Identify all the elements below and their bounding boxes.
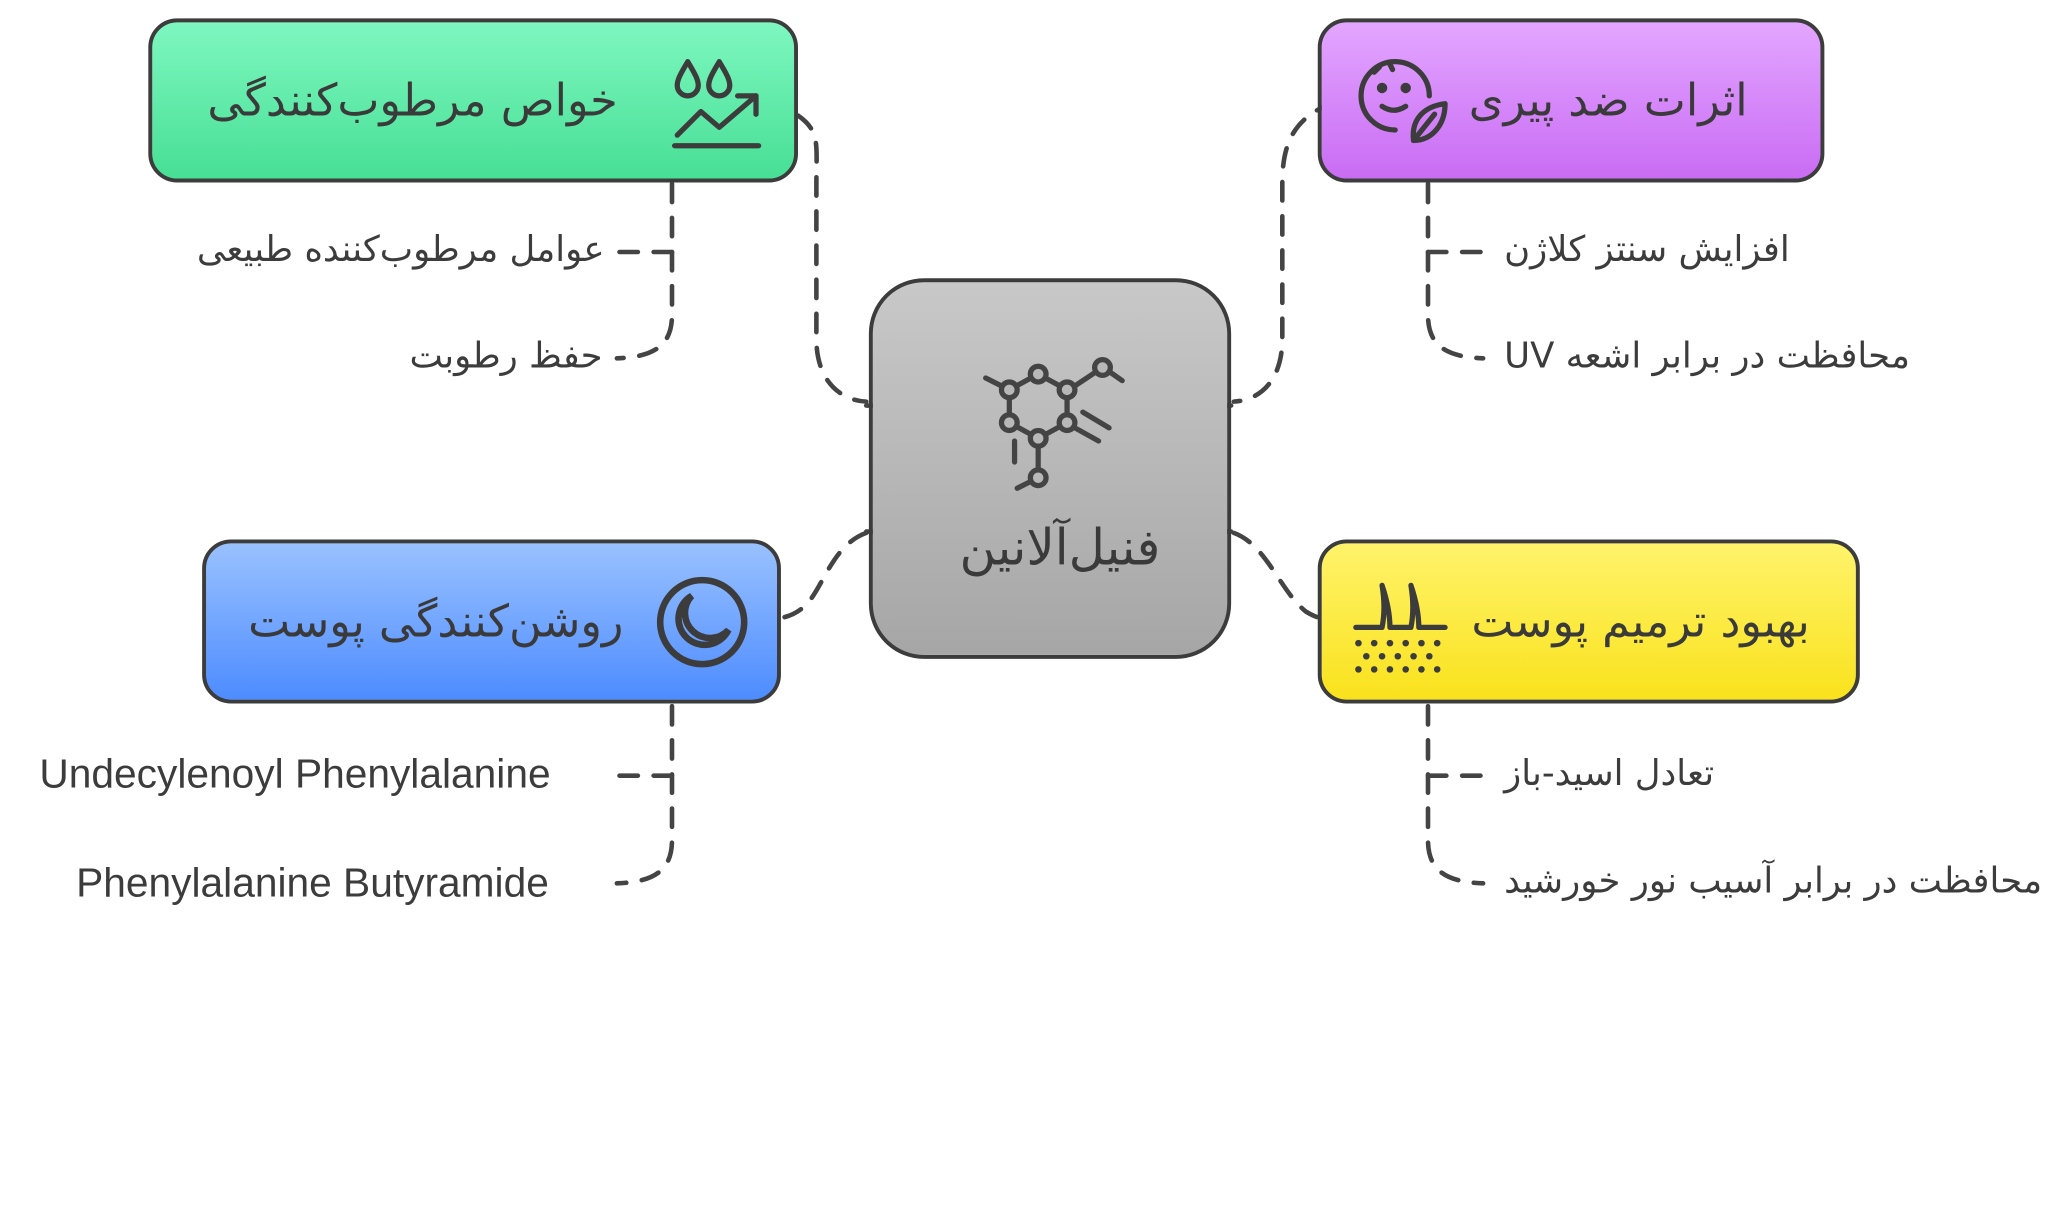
center-label: فنیل‌آلانین (959, 518, 1161, 577)
trunk-moisturizing (614, 181, 675, 361)
branch-title-anti-aging: اثرات ضد پیری (1468, 74, 1748, 128)
leaf-moisturizing-1: عوامل مرطوب‌کننده طبیعی (196, 229, 605, 271)
branch-brightening: روشن‌کنندگی پوست (202, 539, 781, 704)
branch-repair: بهبود ترمیم پوست (1317, 539, 1860, 704)
connector-moisturizing (795, 113, 869, 404)
water-drops-growth-icon (672, 56, 777, 151)
branch-title-brightening: روشن‌کنندگی پوست (248, 595, 624, 649)
moon-circle-icon (652, 572, 752, 672)
leaf-anti-aging-1: افزایش سنتز کلاژن (1504, 229, 1790, 271)
branch-anti-aging: اثرات ضد پیری (1317, 18, 1825, 183)
leaf-repair-2: محافظت در برابر آسیب نور خورشید (1504, 861, 2043, 902)
molecule-icon (978, 354, 1136, 498)
leaf-brightening-2: Phenylalanine Butyramide (76, 859, 549, 906)
center-node: فنیل‌آلانین (868, 278, 1232, 659)
branch-moisturizing: خواص مرطوب‌کنندگی (148, 18, 798, 183)
leaf-repair-1: تعادل اسید-باز (1504, 753, 1715, 795)
connector-repair (1231, 530, 1342, 622)
trunk-brightening (614, 703, 675, 886)
connector-anti-aging (1231, 100, 1336, 404)
branch-title-repair: بهبود ترمیم پوست (1471, 595, 1810, 649)
branch-title-moisturizing: خواص مرطوب‌کنندگی (207, 74, 618, 128)
skin-hair-icon (1351, 578, 1451, 673)
face-leaf-icon (1356, 56, 1451, 151)
trunk-anti-aging (1425, 181, 1486, 361)
leaf-anti-aging-2: محافظت در برابر اشعه UV (1504, 336, 1911, 377)
leaf-moisturizing-2: حفظ رطوبت (409, 336, 603, 377)
trunk-repair (1425, 703, 1486, 886)
leaf-brightening-1: Undecylenoyl Phenylalanine (39, 750, 551, 797)
